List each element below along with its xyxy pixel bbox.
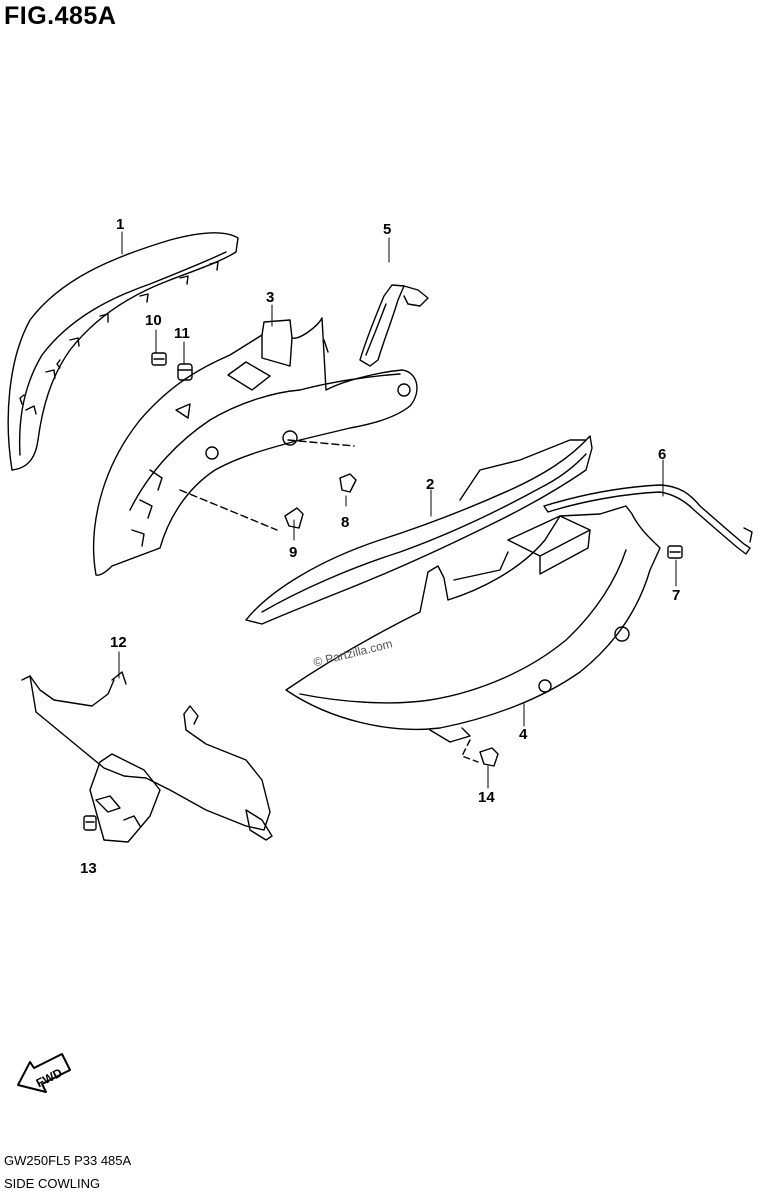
leader-lines — [118, 231, 677, 789]
part-3-inner-cover — [92, 317, 418, 576]
fwd-label: FWD — [34, 1065, 65, 1090]
diagram-code: GW250FL5 P33 485A — [4, 1153, 132, 1168]
callout-2: 2 — [426, 476, 435, 493]
callout-11: 11 — [174, 325, 190, 342]
callout-3: 3 — [266, 289, 275, 306]
fwd-arrow-icon: FWD — [17, 1053, 71, 1093]
callout-8: 8 — [341, 514, 350, 531]
part-7-screw — [667, 545, 683, 559]
callout-13: 13 — [80, 860, 97, 877]
callout-6: 6 — [658, 446, 667, 463]
callout-1: 1 — [116, 216, 125, 233]
part-5-bracket — [359, 284, 429, 367]
part-1-side-cowling-front — [7, 232, 239, 471]
part-9-clip — [284, 507, 304, 529]
callout-12: 12 — [110, 634, 127, 651]
callout-9: 9 — [289, 544, 298, 561]
part-12-bracket-assembly — [21, 671, 273, 843]
figure-title: FIG.485A — [4, 2, 117, 30]
callout-14: 14 — [478, 789, 495, 806]
part-8-clip — [339, 473, 357, 493]
part-10-screw — [151, 352, 167, 366]
part-13-bolt — [83, 815, 97, 831]
part-4-side-cowling-rear — [285, 505, 661, 763]
callout-7: 7 — [672, 587, 681, 604]
part-6-trim-strip — [543, 484, 753, 555]
part-14-clip — [479, 747, 499, 767]
diagram-name: SIDE COWLING — [4, 1176, 101, 1191]
callout-5: 5 — [383, 221, 392, 238]
part-2-under-cover — [245, 435, 593, 625]
part-11-grommet — [177, 363, 193, 381]
callout-10: 10 — [145, 312, 162, 329]
callout-4: 4 — [519, 726, 528, 743]
